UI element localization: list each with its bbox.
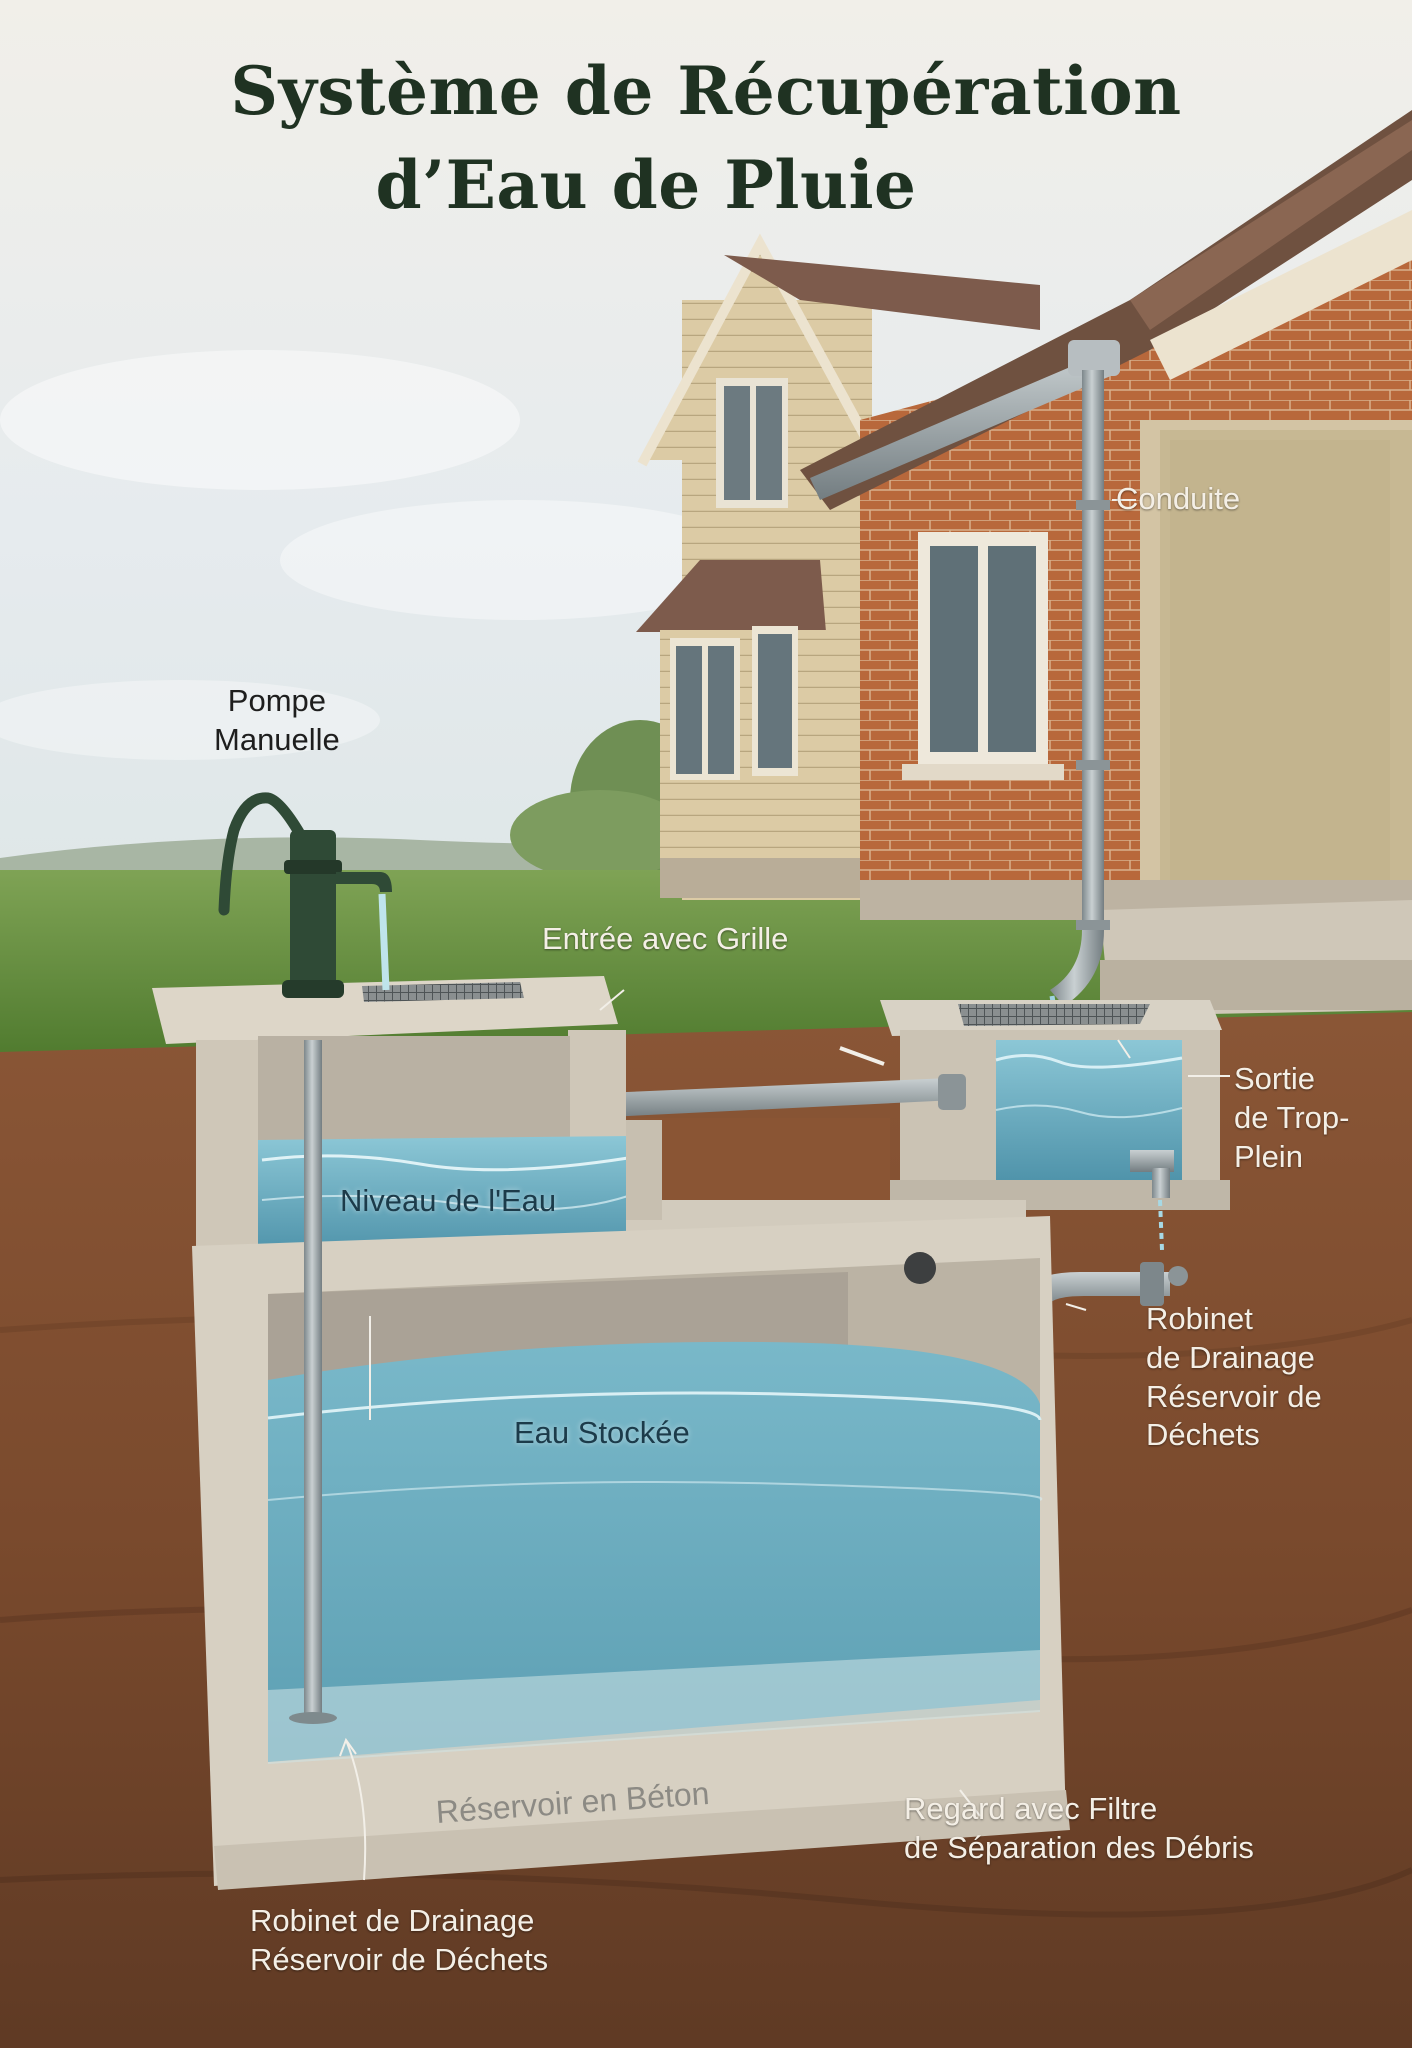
cloud [0, 350, 520, 490]
label-eau-stockee: Eau Stockée [514, 1415, 690, 1450]
inlet-pipe [580, 1078, 956, 1118]
cloud [280, 500, 760, 620]
label-pompe-manuelle: Pompe Manuelle [214, 683, 340, 757]
house [636, 110, 1412, 1021]
label-conduite: Conduite [1116, 481, 1241, 516]
title-line-1: Système de Récupération [230, 52, 1182, 130]
tree [510, 790, 690, 880]
downspout [1082, 370, 1104, 930]
leader-lines [339, 499, 1230, 1881]
title-line-2: d’Eau de Pluie [375, 146, 917, 224]
label-robinet-drainage-bottom: Robinet de Drainage Réservoir de Déchets [250, 1903, 549, 1977]
label-robinet-drainage-right: Robinet de Drainage Réservoir de Déchets [1146, 1301, 1322, 1453]
label-niveau-eau: Niveau de l'Eau [340, 1183, 557, 1218]
label-regard-filtre: Regard avec Filtre de Séparation des Déb… [904, 1791, 1254, 1865]
cistern [152, 976, 1070, 1890]
label-sortie-trop-plein: Sortie de Trop- Plein [1234, 1061, 1350, 1174]
hand-pump [218, 792, 392, 1724]
pump-riser [304, 1040, 322, 1720]
inlet-grate [362, 982, 524, 1002]
stored-water [268, 1341, 1040, 1762]
filter-chamber [880, 1000, 1230, 1401]
cloud [0, 680, 380, 760]
upper-water [258, 1136, 630, 1254]
label-entree-grille: Entrée avec Grille [542, 921, 789, 956]
